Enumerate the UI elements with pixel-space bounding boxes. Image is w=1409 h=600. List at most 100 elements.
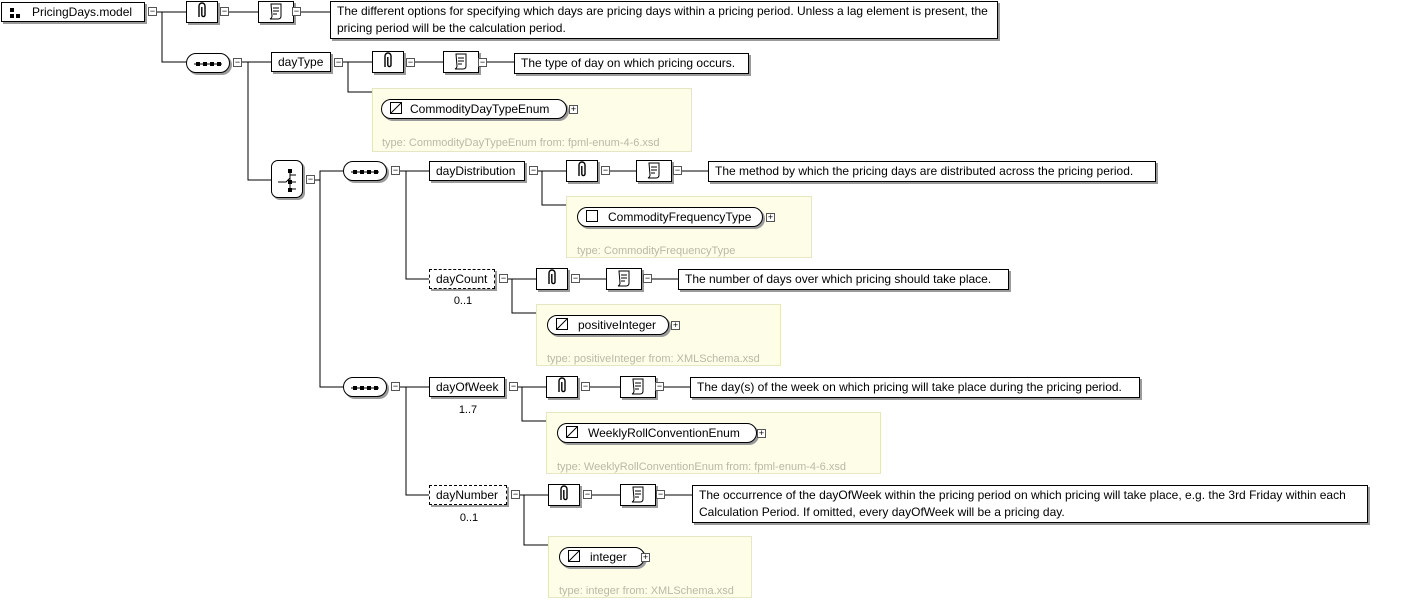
daynumber-toggle[interactable]: − xyxy=(511,489,520,499)
dayofweek-type-label: WeeklyRollConventionEnum xyxy=(588,426,740,440)
root-annotation-box[interactable] xyxy=(186,1,218,23)
daycount-type-label: positiveInteger xyxy=(578,318,657,332)
complex-type-icon xyxy=(586,209,598,225)
daynumber-cardinality: 0..1 xyxy=(459,512,479,524)
root-documentation-box[interactable] xyxy=(258,1,294,23)
daynumber-annotation-box[interactable] xyxy=(548,484,580,506)
paperclip-icon xyxy=(555,376,569,398)
daycount-type-pill[interactable]: positiveInteger xyxy=(547,315,669,335)
dayofweek-doc-toggle[interactable]: − xyxy=(655,381,664,391)
sequence-2-toggle[interactable]: − xyxy=(391,165,400,175)
daytype-type-expand[interactable]: + xyxy=(569,104,578,114)
daycount-documentation: The number of days over which pricing sh… xyxy=(678,269,1009,290)
choice-toggle[interactable]: − xyxy=(306,174,315,184)
choice-icon xyxy=(278,166,298,197)
dayofweek-type-expand[interactable]: + xyxy=(757,428,766,438)
daydistribution-type-panel: CommodityFrequencyType + type: Commodity… xyxy=(566,196,812,258)
sequence-compositor-1[interactable] xyxy=(186,53,230,73)
daydistribution-type-label: CommodityFrequencyType xyxy=(608,210,752,224)
sequence-icon xyxy=(350,164,380,178)
dayofweek-element[interactable]: dayOfWeek xyxy=(429,377,505,397)
paperclip-icon xyxy=(557,484,571,506)
scroll-icon xyxy=(452,52,470,73)
root-doc-toggle[interactable]: − xyxy=(292,6,301,16)
daynumber-annotation-toggle[interactable]: − xyxy=(583,489,592,499)
daycount-type-caption: type: positiveInteger from: XMLSchema.xs… xyxy=(547,353,760,365)
daydistribution-doc-toggle[interactable]: − xyxy=(673,165,682,175)
group-icon xyxy=(10,7,22,19)
daytype-type-panel: CommodityDayTypeEnum + type: CommodityDa… xyxy=(372,88,692,152)
paperclip-icon xyxy=(575,160,589,182)
dayofweek-type-caption: type: WeeklyRollConventionEnum from: fpm… xyxy=(557,461,846,473)
daycount-toggle[interactable]: − xyxy=(499,273,508,283)
daytype-type-label: CommodityDayTypeEnum xyxy=(410,102,550,116)
daytype-annotation-box[interactable] xyxy=(372,51,404,73)
daydistribution-annotation-toggle[interactable]: − xyxy=(601,165,610,175)
dayofweek-documentation-box[interactable] xyxy=(620,376,656,398)
daycount-annotation-toggle[interactable]: − xyxy=(571,273,580,283)
sequence-icon xyxy=(350,380,380,394)
daydistribution-documentation-box[interactable] xyxy=(636,160,672,182)
daytype-element[interactable]: dayType xyxy=(271,52,331,72)
simple-type-icon xyxy=(390,101,402,117)
sequence-compositor-3[interactable] xyxy=(343,377,387,397)
dayofweek-documentation: The day(s) of the week on which pricing … xyxy=(690,377,1140,398)
paperclip-icon xyxy=(381,51,395,73)
root-group-node[interactable]: PricingDays.model xyxy=(1,2,145,22)
simple-type-icon xyxy=(568,549,580,565)
scroll-icon xyxy=(267,2,285,23)
daynumber-type-expand[interactable]: + xyxy=(641,552,650,562)
daytype-doc-toggle[interactable]: − xyxy=(478,57,487,67)
daydistribution-type-caption: type: CommodityFrequencyType xyxy=(577,245,736,257)
daydistribution-type-pill[interactable]: CommodityFrequencyType xyxy=(577,207,763,227)
daydistribution-documentation: The method by which the pricing days are… xyxy=(708,161,1156,182)
root-label: PricingDays.model xyxy=(32,5,133,19)
daycount-doc-toggle[interactable]: − xyxy=(643,273,652,283)
sequence-compositor-2[interactable] xyxy=(343,161,387,181)
daynumber-type-caption: type: integer from: XMLSchema.xsd xyxy=(559,585,734,597)
root-collapse-toggle[interactable]: − xyxy=(148,6,157,16)
daycount-annotation-box[interactable] xyxy=(536,268,568,290)
root-annotation-toggle[interactable]: − xyxy=(220,6,229,16)
daydistribution-type-expand[interactable]: + xyxy=(766,212,775,222)
daycount-type-expand[interactable]: + xyxy=(671,320,680,330)
scroll-icon xyxy=(629,485,647,506)
daynumber-type-panel: integer + type: integer from: XMLSchema.… xyxy=(548,536,752,598)
daycount-element[interactable]: dayCount xyxy=(429,269,495,289)
sequence-icon xyxy=(193,56,223,70)
dayofweek-annotation-toggle[interactable]: − xyxy=(581,381,590,391)
scroll-icon xyxy=(615,269,633,290)
daynumber-type-label: integer xyxy=(590,550,627,564)
daydistribution-element[interactable]: dayDistribution xyxy=(429,161,525,181)
daydistribution-annotation-box[interactable] xyxy=(566,160,598,182)
daycount-cardinality: 0..1 xyxy=(453,295,473,307)
daycount-type-panel: positiveInteger + type: positiveInteger … xyxy=(536,304,781,366)
simple-type-icon xyxy=(556,317,568,333)
paperclip-icon xyxy=(195,1,209,23)
simple-type-icon xyxy=(566,425,578,441)
choice-compositor[interactable] xyxy=(271,160,303,198)
daytype-documentation-box[interactable] xyxy=(443,51,479,73)
sequence-1-toggle[interactable]: − xyxy=(233,57,242,67)
daynumber-element[interactable]: dayNumber xyxy=(429,485,507,505)
daycount-documentation-box[interactable] xyxy=(606,268,642,290)
daytype-type-caption: type: CommodityDayTypeEnum from: fpml-en… xyxy=(382,137,660,149)
daynumber-type-pill[interactable]: integer xyxy=(559,547,645,567)
dayofweek-cardinality: 1..7 xyxy=(458,404,478,416)
scroll-icon xyxy=(645,161,663,182)
dayofweek-annotation-box[interactable] xyxy=(546,376,578,398)
dayofweek-type-pill[interactable]: WeeklyRollConventionEnum xyxy=(557,423,757,443)
daytype-annotation-toggle[interactable]: − xyxy=(406,57,415,67)
daytype-type-pill[interactable]: CommodityDayTypeEnum xyxy=(381,99,567,119)
root-documentation: The different options for specifying whi… xyxy=(330,1,998,39)
daynumber-documentation-box[interactable] xyxy=(620,484,656,506)
dayofweek-type-panel: WeeklyRollConventionEnum + type: WeeklyR… xyxy=(546,412,881,474)
daynumber-documentation: The occurrence of the dayOfWeek within t… xyxy=(692,485,1368,523)
sequence-3-toggle[interactable]: − xyxy=(391,381,400,391)
daydistribution-toggle[interactable]: − xyxy=(529,165,538,175)
scroll-icon xyxy=(629,377,647,398)
daytype-toggle[interactable]: − xyxy=(334,57,343,67)
daynumber-doc-toggle[interactable]: − xyxy=(656,489,665,499)
dayofweek-toggle[interactable]: − xyxy=(509,381,518,391)
